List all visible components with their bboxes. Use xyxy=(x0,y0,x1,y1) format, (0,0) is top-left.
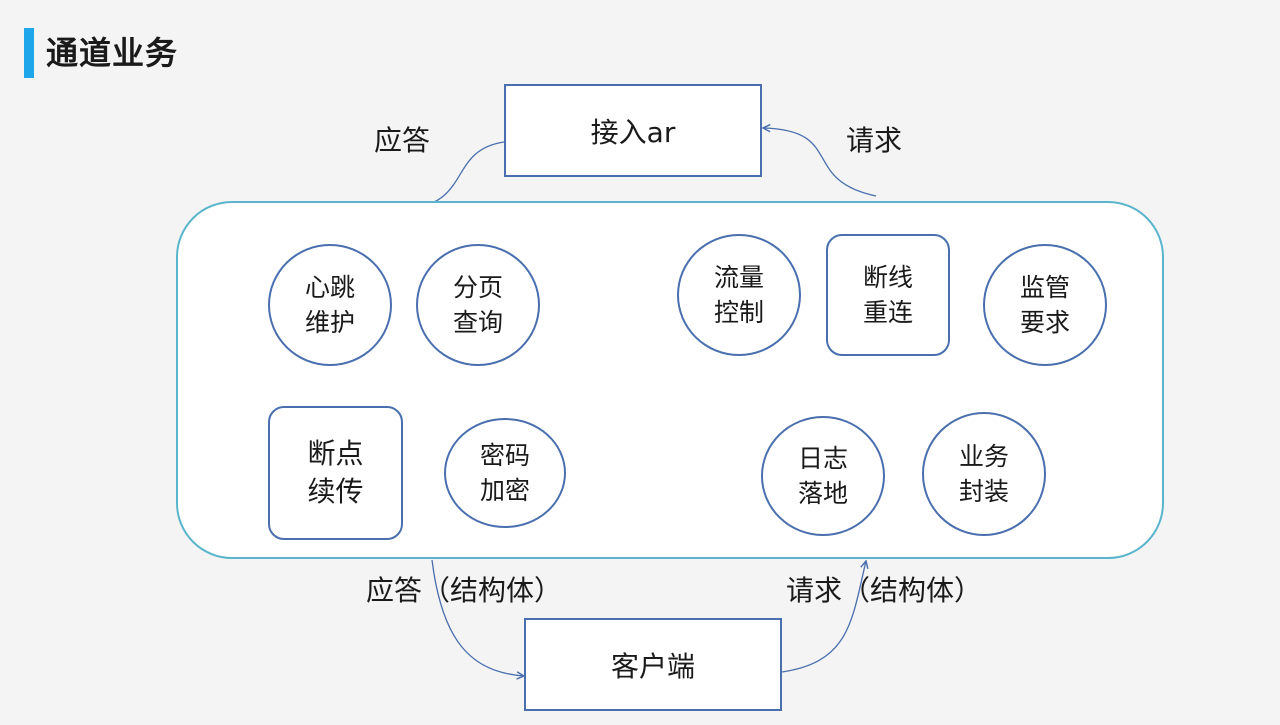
request-struct-label: 请求（结构体） xyxy=(786,574,983,607)
business-encapsulation-node: 业务 封装 xyxy=(922,412,1046,536)
regulatory-requirements-node: 监管 要求 xyxy=(983,244,1107,366)
password-encryption-node: 密码 加密 xyxy=(444,418,566,528)
log-persistence-node: 日志 落地 xyxy=(761,416,885,536)
access-ar-box: 接入ar xyxy=(504,84,762,177)
response-struct-label: 应答（结构体） xyxy=(366,574,563,607)
flow-control-node: 流量 控制 xyxy=(677,234,801,356)
request-label: 请求 xyxy=(846,124,903,157)
heartbeat-maintenance-node: 心跳 维护 xyxy=(268,244,392,366)
arrow-response-to-client xyxy=(431,559,524,676)
reconnect-node: 断线 重连 xyxy=(826,234,950,356)
paged-query-node: 分页 查询 xyxy=(416,244,540,366)
arrow-request-to-container xyxy=(781,561,866,673)
response-label: 应答 xyxy=(374,124,431,157)
title-accent-bar xyxy=(24,28,34,78)
client-box: 客户端 xyxy=(524,618,782,711)
page-title: 通道业务 xyxy=(46,34,179,72)
arrow-request-to-access xyxy=(763,128,877,197)
resume-transfer-node: 断点 续传 xyxy=(268,406,403,540)
